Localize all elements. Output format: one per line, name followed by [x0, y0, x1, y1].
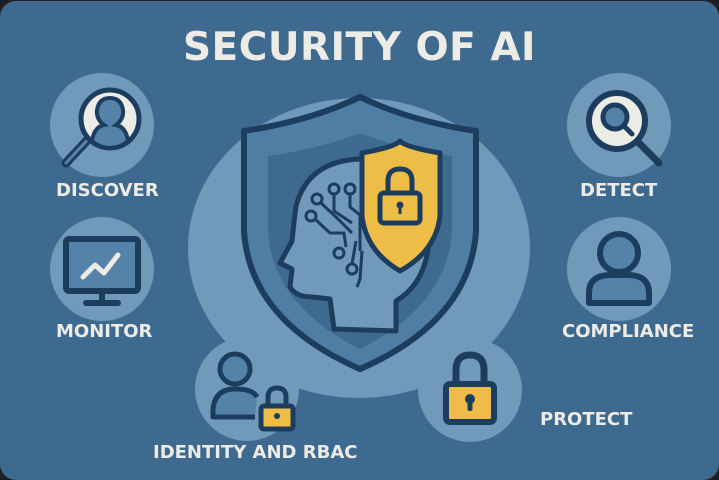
- user-lock-icon: [210, 351, 296, 432]
- discover-label: DISCOVER: [56, 180, 159, 201]
- monitor-chart-icon: [63, 236, 141, 306]
- identity-rbac-label: IDENTITY AND RBAC: [153, 442, 358, 463]
- magnify-user-icon: [61, 87, 142, 168]
- page-title: SECURITY OF AI: [182, 25, 537, 70]
- protect-label: PROTECT: [540, 409, 633, 430]
- user-icon: [586, 231, 652, 306]
- magnifier-icon: [586, 90, 663, 167]
- compliance-label: COMPLIANCE: [562, 321, 695, 342]
- padlock-icon: [443, 351, 497, 425]
- monitor-label: MONITOR: [56, 321, 153, 342]
- detect-label: DETECT: [580, 180, 658, 201]
